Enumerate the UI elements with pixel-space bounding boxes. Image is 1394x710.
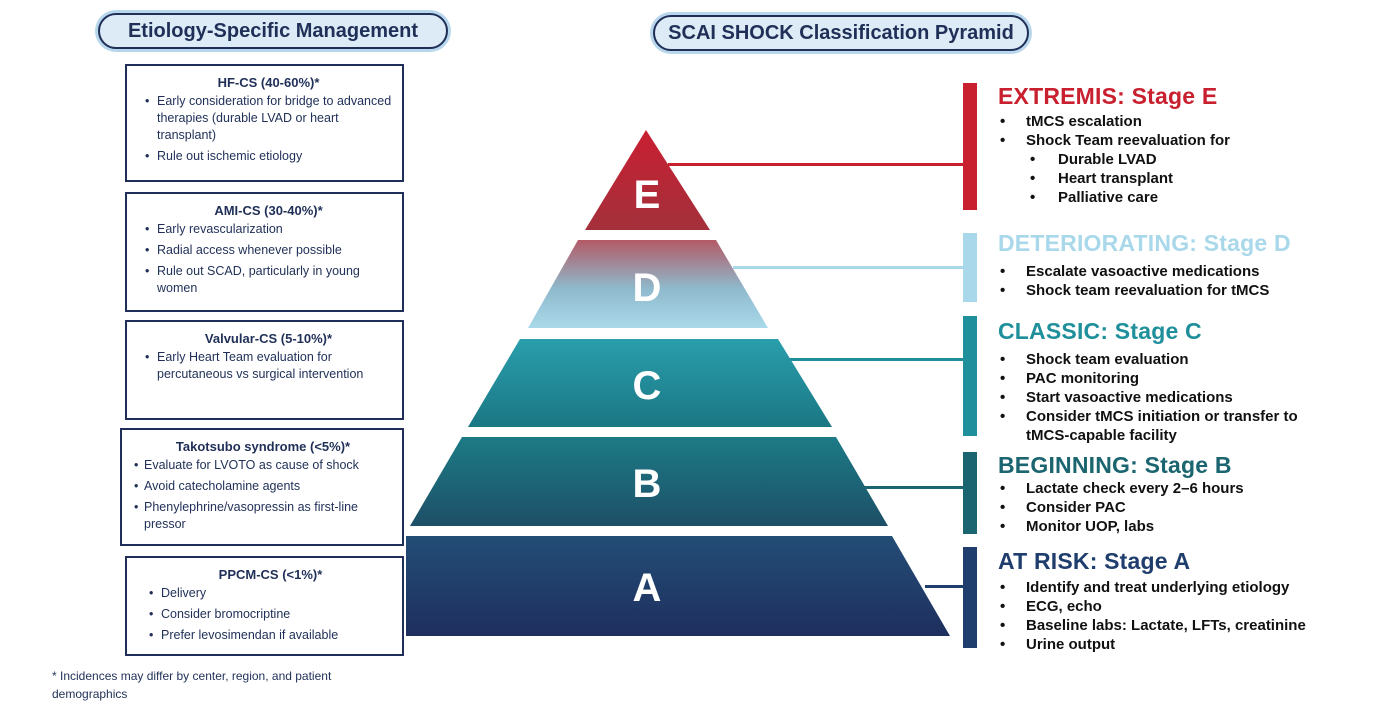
tier-letter-e: E — [634, 173, 661, 217]
etiology-header: Etiology-Specific Management — [98, 13, 448, 49]
stage-item: Shock Team reevaluation for — [998, 131, 1230, 150]
pyramid-tier-c — [468, 339, 832, 427]
stage-title-e: EXTREMIS: Stage E — [998, 83, 1218, 109]
etiology-item: Evaluate for LVOTO as cause of shock — [134, 457, 392, 474]
stage-title-d: DETERIORATING: Stage D — [998, 230, 1291, 256]
stage-item: Consider PAC — [998, 498, 1244, 517]
etiology-item: Radial access whenever possible — [145, 242, 392, 259]
etiology-item: Prefer levosimendan if available — [149, 627, 392, 644]
etiology-box-ppcm-cs: PPCM-CS (<1%)* Delivery Consider bromocr… — [125, 556, 404, 656]
stage-items-c: Shock team evaluation PAC monitoring Sta… — [998, 350, 1326, 445]
stage-bar-a — [963, 547, 977, 648]
stage-subitem: Durable LVAD — [998, 150, 1230, 169]
etiology-title: HF-CS (40-60%)* — [217, 75, 320, 90]
etiology-item: Rule out SCAD, particularly in young wom… — [145, 263, 392, 297]
stage-item: Lactate check every 2–6 hours — [998, 479, 1244, 498]
pyramid-header: SCAI SHOCK Classification Pyramid — [653, 15, 1029, 51]
tier-letter-a: A — [633, 566, 662, 610]
stage-item: Consider tMCS initiation or transfer to … — [998, 407, 1326, 445]
stage-items-e: tMCS escalation Shock Team reevaluation … — [998, 112, 1230, 207]
tier-letter-d: D — [633, 266, 662, 310]
pyramid-tier-d — [528, 240, 768, 328]
stage-item: Monitor UOP, labs — [998, 517, 1244, 536]
stage-item: Shock team evaluation — [998, 350, 1326, 369]
stage-item: Identify and treat underlying etiology — [998, 578, 1306, 597]
etiology-title: AMI-CS (30-40%)* — [214, 203, 323, 218]
etiology-item: Rule out ischemic etiology — [145, 148, 392, 165]
etiology-box-valvular-cs: Valvular-CS (5-10%)* Early Heart Team ev… — [125, 320, 404, 420]
stage-bar-c — [963, 316, 977, 436]
stage-item: Urine output — [998, 635, 1306, 654]
etiology-box-takotsubo: Takotsubo syndrome (<5%)* Evaluate for L… — [120, 428, 404, 546]
stage-bar-e — [963, 83, 977, 210]
etiology-item: Consider bromocriptine — [149, 606, 392, 623]
stage-subitem: Palliative care — [998, 188, 1230, 207]
stage-items-b: Lactate check every 2–6 hours Consider P… — [998, 479, 1244, 536]
etiology-title: Takotsubo syndrome (<5%)* — [175, 439, 351, 454]
etiology-item: Early consideration for bridge to advanc… — [145, 93, 392, 144]
stage-item: Escalate vasoactive medications — [998, 262, 1269, 281]
stage-item: Baseline labs: Lactate, LFTs, creatinine — [998, 616, 1306, 635]
stage-item: Start vasoactive medications — [998, 388, 1326, 407]
stage-item: PAC monitoring — [998, 369, 1326, 388]
stage-subitem: Heart transplant — [998, 169, 1230, 188]
etiology-item: Phenylephrine/vasopressin as first-line … — [134, 499, 392, 533]
tier-letter-c: C — [633, 364, 662, 408]
stage-items-d: Escalate vasoactive medications Shock te… — [998, 262, 1269, 300]
etiology-title: PPCM-CS (<1%)* — [218, 567, 323, 582]
stage-title-b: BEGINNING: Stage B — [998, 452, 1232, 478]
pyramid-tier-b — [410, 437, 888, 526]
footnote: * Incidences may differ by center, regio… — [52, 669, 332, 701]
connector-b — [862, 486, 964, 489]
stage-items-a: Identify and treat underlying etiology E… — [998, 578, 1306, 654]
etiology-item: Avoid catecholamine agents — [134, 478, 392, 495]
tier-letter-b: B — [633, 462, 662, 506]
pyramid-tier-e — [585, 130, 710, 230]
etiology-item: Early revascularization — [145, 221, 392, 238]
etiology-item: Early Heart Team evaluation for percutan… — [145, 349, 392, 383]
etiology-box-ami-cs: AMI-CS (30-40%)* Early revascularization… — [125, 192, 404, 312]
stage-bar-d — [963, 233, 977, 302]
stage-title-c: CLASSIC: Stage C — [998, 318, 1202, 344]
stage-bar-b — [963, 452, 977, 534]
etiology-title: Valvular-CS (5-10%)* — [204, 331, 333, 346]
connector-c — [785, 358, 964, 361]
connector-a — [925, 585, 964, 588]
stage-item: Shock team reevaluation for tMCS — [998, 281, 1269, 300]
stage-item: tMCS escalation — [998, 112, 1230, 131]
etiology-item: Delivery — [149, 585, 392, 602]
etiology-box-hf-cs: HF-CS (40-60%)* Early consideration for … — [125, 64, 404, 182]
pyramid-tier-a — [406, 536, 950, 636]
connector-e — [668, 163, 964, 166]
connector-d — [733, 266, 964, 269]
stage-item: ECG, echo — [998, 597, 1306, 616]
stage-title-a: AT RISK: Stage A — [998, 548, 1191, 574]
